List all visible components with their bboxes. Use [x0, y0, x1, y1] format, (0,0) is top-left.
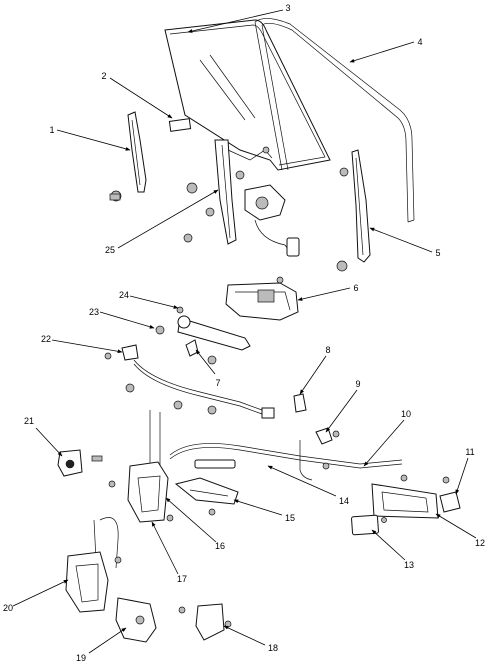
leader-lines: [12, 9, 477, 654]
callout-9: 9: [355, 379, 360, 389]
lock-rod-assembly: [155, 306, 251, 365]
callout-25: 25: [105, 245, 115, 255]
rear-door-latch: [65, 517, 122, 613]
callout-labels: 1 2 3 4 5 6 7 8 9 10 11 12 13 14 15 16 1…: [3, 3, 485, 663]
lock-cable: [104, 344, 275, 419]
inner-handle-bracket: [174, 459, 239, 516]
callout-20: 20: [3, 603, 13, 613]
front-run-channel: [109, 111, 147, 202]
callout-21: 21: [24, 416, 34, 426]
callout-17: 17: [177, 574, 187, 584]
glass-run-channel: [254, 18, 415, 223]
callout-19: 19: [76, 653, 86, 663]
callout-12: 12: [475, 538, 485, 548]
door-latch: [108, 410, 174, 523]
callout-10: 10: [401, 409, 411, 419]
callout-8: 8: [325, 345, 330, 355]
lock-actuator: [57, 449, 103, 477]
callout-2: 2: [101, 71, 106, 81]
callout-4: 4: [417, 37, 422, 47]
callout-7: 7: [215, 378, 220, 388]
door-glass: [164, 19, 331, 171]
callout-15: 15: [285, 513, 295, 523]
seal-pad: [168, 118, 192, 132]
callout-1: 1: [49, 125, 54, 135]
window-regulator: [183, 139, 300, 257]
callout-16: 16: [215, 541, 225, 551]
cable-bracket: [293, 393, 340, 470]
callout-14: 14: [339, 496, 349, 506]
callout-6: 6: [353, 283, 358, 293]
inner-door-handle: [371, 474, 461, 519]
outer-door-handle: [225, 276, 299, 321]
inner-handle-cable: [169, 440, 403, 481]
callout-22: 22: [41, 334, 51, 344]
callout-11: 11: [465, 447, 474, 457]
callout-24: 24: [119, 290, 129, 300]
callout-18: 18: [268, 643, 278, 653]
callout-23: 23: [89, 307, 99, 317]
callout-3: 3: [285, 3, 290, 13]
lock-rod-clip: [115, 597, 186, 643]
callout-5: 5: [435, 248, 440, 258]
rear-run-channel: [336, 149, 371, 272]
rear-actuator: [195, 603, 232, 641]
callout-13: 13: [404, 560, 414, 570]
